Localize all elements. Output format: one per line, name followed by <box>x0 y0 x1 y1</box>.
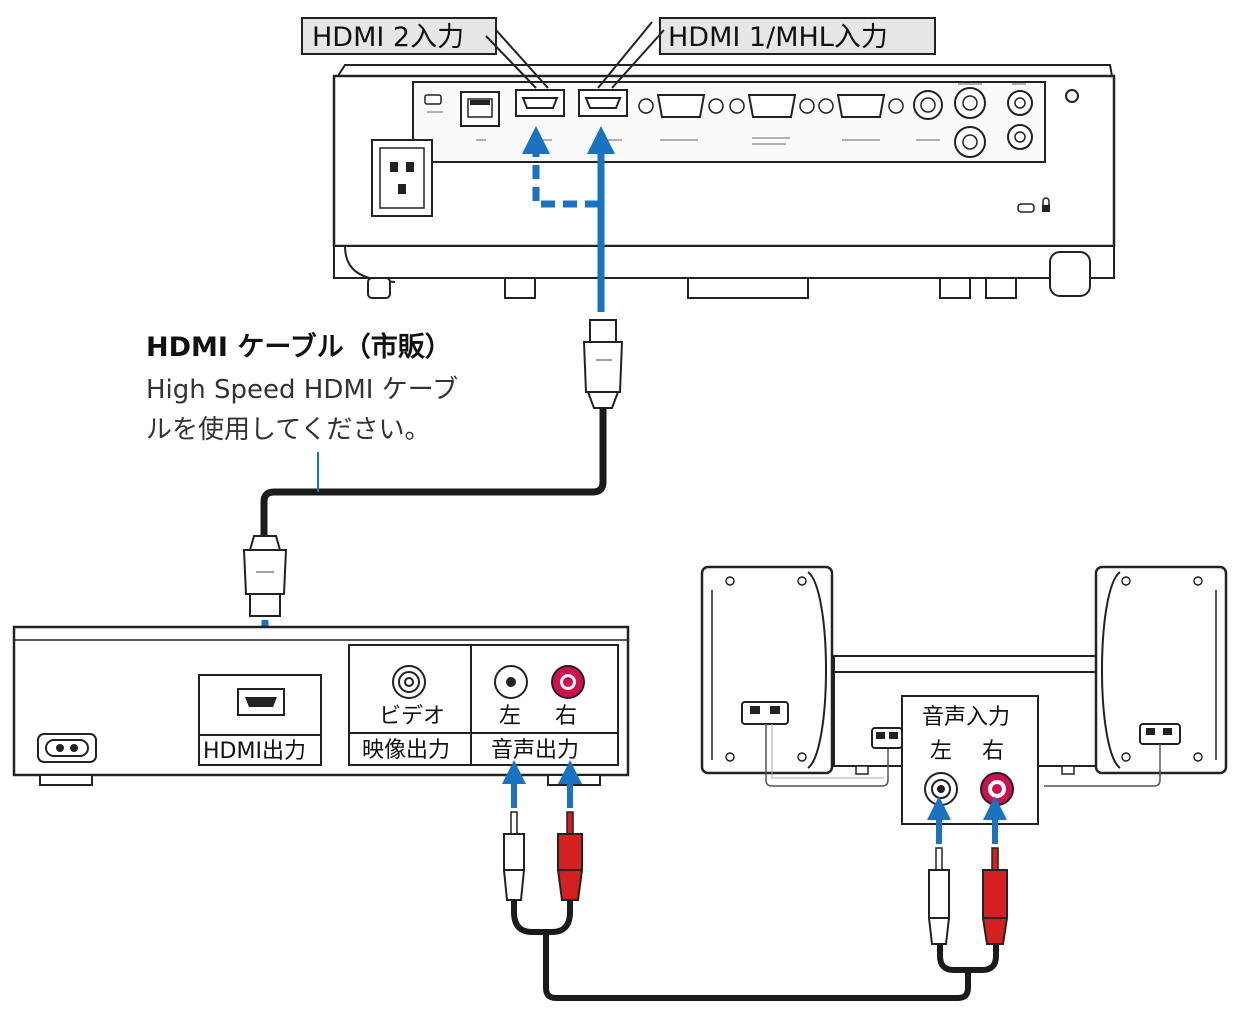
hdmi-port-icon <box>237 688 285 716</box>
screw-icon <box>1065 89 1079 103</box>
audio-left-label: 左 <box>499 704 521 729</box>
rca-jack-red-icon <box>980 772 1014 806</box>
audio-out-label: 音声出力 <box>491 738 579 763</box>
connector-panel <box>412 81 1046 163</box>
speaker-right-label: 右 <box>982 739 1004 764</box>
rca-jack-white-icon <box>924 772 958 806</box>
vga-port-icon <box>729 94 815 118</box>
video-label: ビデオ <box>379 704 445 729</box>
hdmi2-port-icon <box>515 89 565 117</box>
hdmi1-label: HDMI 1/MHL入力 <box>668 22 888 53</box>
video-out-label: 映像出力 <box>362 738 450 763</box>
lan-port-icon <box>460 91 500 127</box>
audio-in-label: 音声入力 <box>922 705 1010 730</box>
projector-foot <box>687 277 809 299</box>
projector <box>332 64 1116 299</box>
hdmi1-port-icon <box>578 89 628 117</box>
projector-foot <box>1049 251 1091 297</box>
projector-foot <box>367 277 391 299</box>
serial-port-icon <box>818 94 904 118</box>
rca-plug-red-icon <box>981 847 1009 945</box>
hdmi2-label: HDMI 2入力 <box>312 22 464 53</box>
audio-in-panel <box>901 695 1039 825</box>
vga-port-icon <box>638 94 724 118</box>
cable-note-line1: High Speed HDMI ケーブ <box>146 375 458 405</box>
rca-jack-white-icon <box>494 665 528 699</box>
speaker-system: 音声入力 左 右 <box>700 565 1228 825</box>
lock-icon <box>1017 197 1050 213</box>
hdmi-cable <box>260 408 607 536</box>
rca-plug-white-icon <box>502 811 526 901</box>
right-speaker <box>1094 565 1228 775</box>
rca-jack-icon <box>392 665 426 699</box>
rca-plug-white-icon <box>927 847 951 945</box>
rca-jack-red-icon <box>551 665 585 699</box>
hdmi-plug-icon <box>582 319 624 409</box>
hdmi1-label-box: HDMI 1/MHL入力 <box>597 17 936 89</box>
projector-foot <box>985 277 1017 299</box>
power-inlet-icon <box>371 139 433 217</box>
projector-foot <box>504 277 536 299</box>
projector-foot <box>939 277 971 299</box>
speaker-left-label: 左 <box>930 739 952 764</box>
audio-right-label: 右 <box>555 704 577 729</box>
video-player: HDMI出力 ビデオ 映像出力 左 右 音声出力 <box>12 625 630 786</box>
power-inlet-icon <box>37 733 97 763</box>
cable-note-line2: ルを使用してください。 <box>146 415 430 445</box>
hdmi2-label-box: HDMI 2入力 <box>301 17 549 89</box>
mini-usb-port-icon <box>424 94 442 105</box>
cable-title: HDMI ケーブル（市販） <box>146 331 452 363</box>
hdmi-out-label: HDMI出力 <box>203 739 306 764</box>
left-speaker <box>700 565 834 775</box>
rca-plug-red-icon <box>556 811 584 901</box>
audio-cable <box>511 900 971 1001</box>
av-out-box <box>348 644 619 766</box>
hdmi-plug-icon <box>242 535 288 617</box>
